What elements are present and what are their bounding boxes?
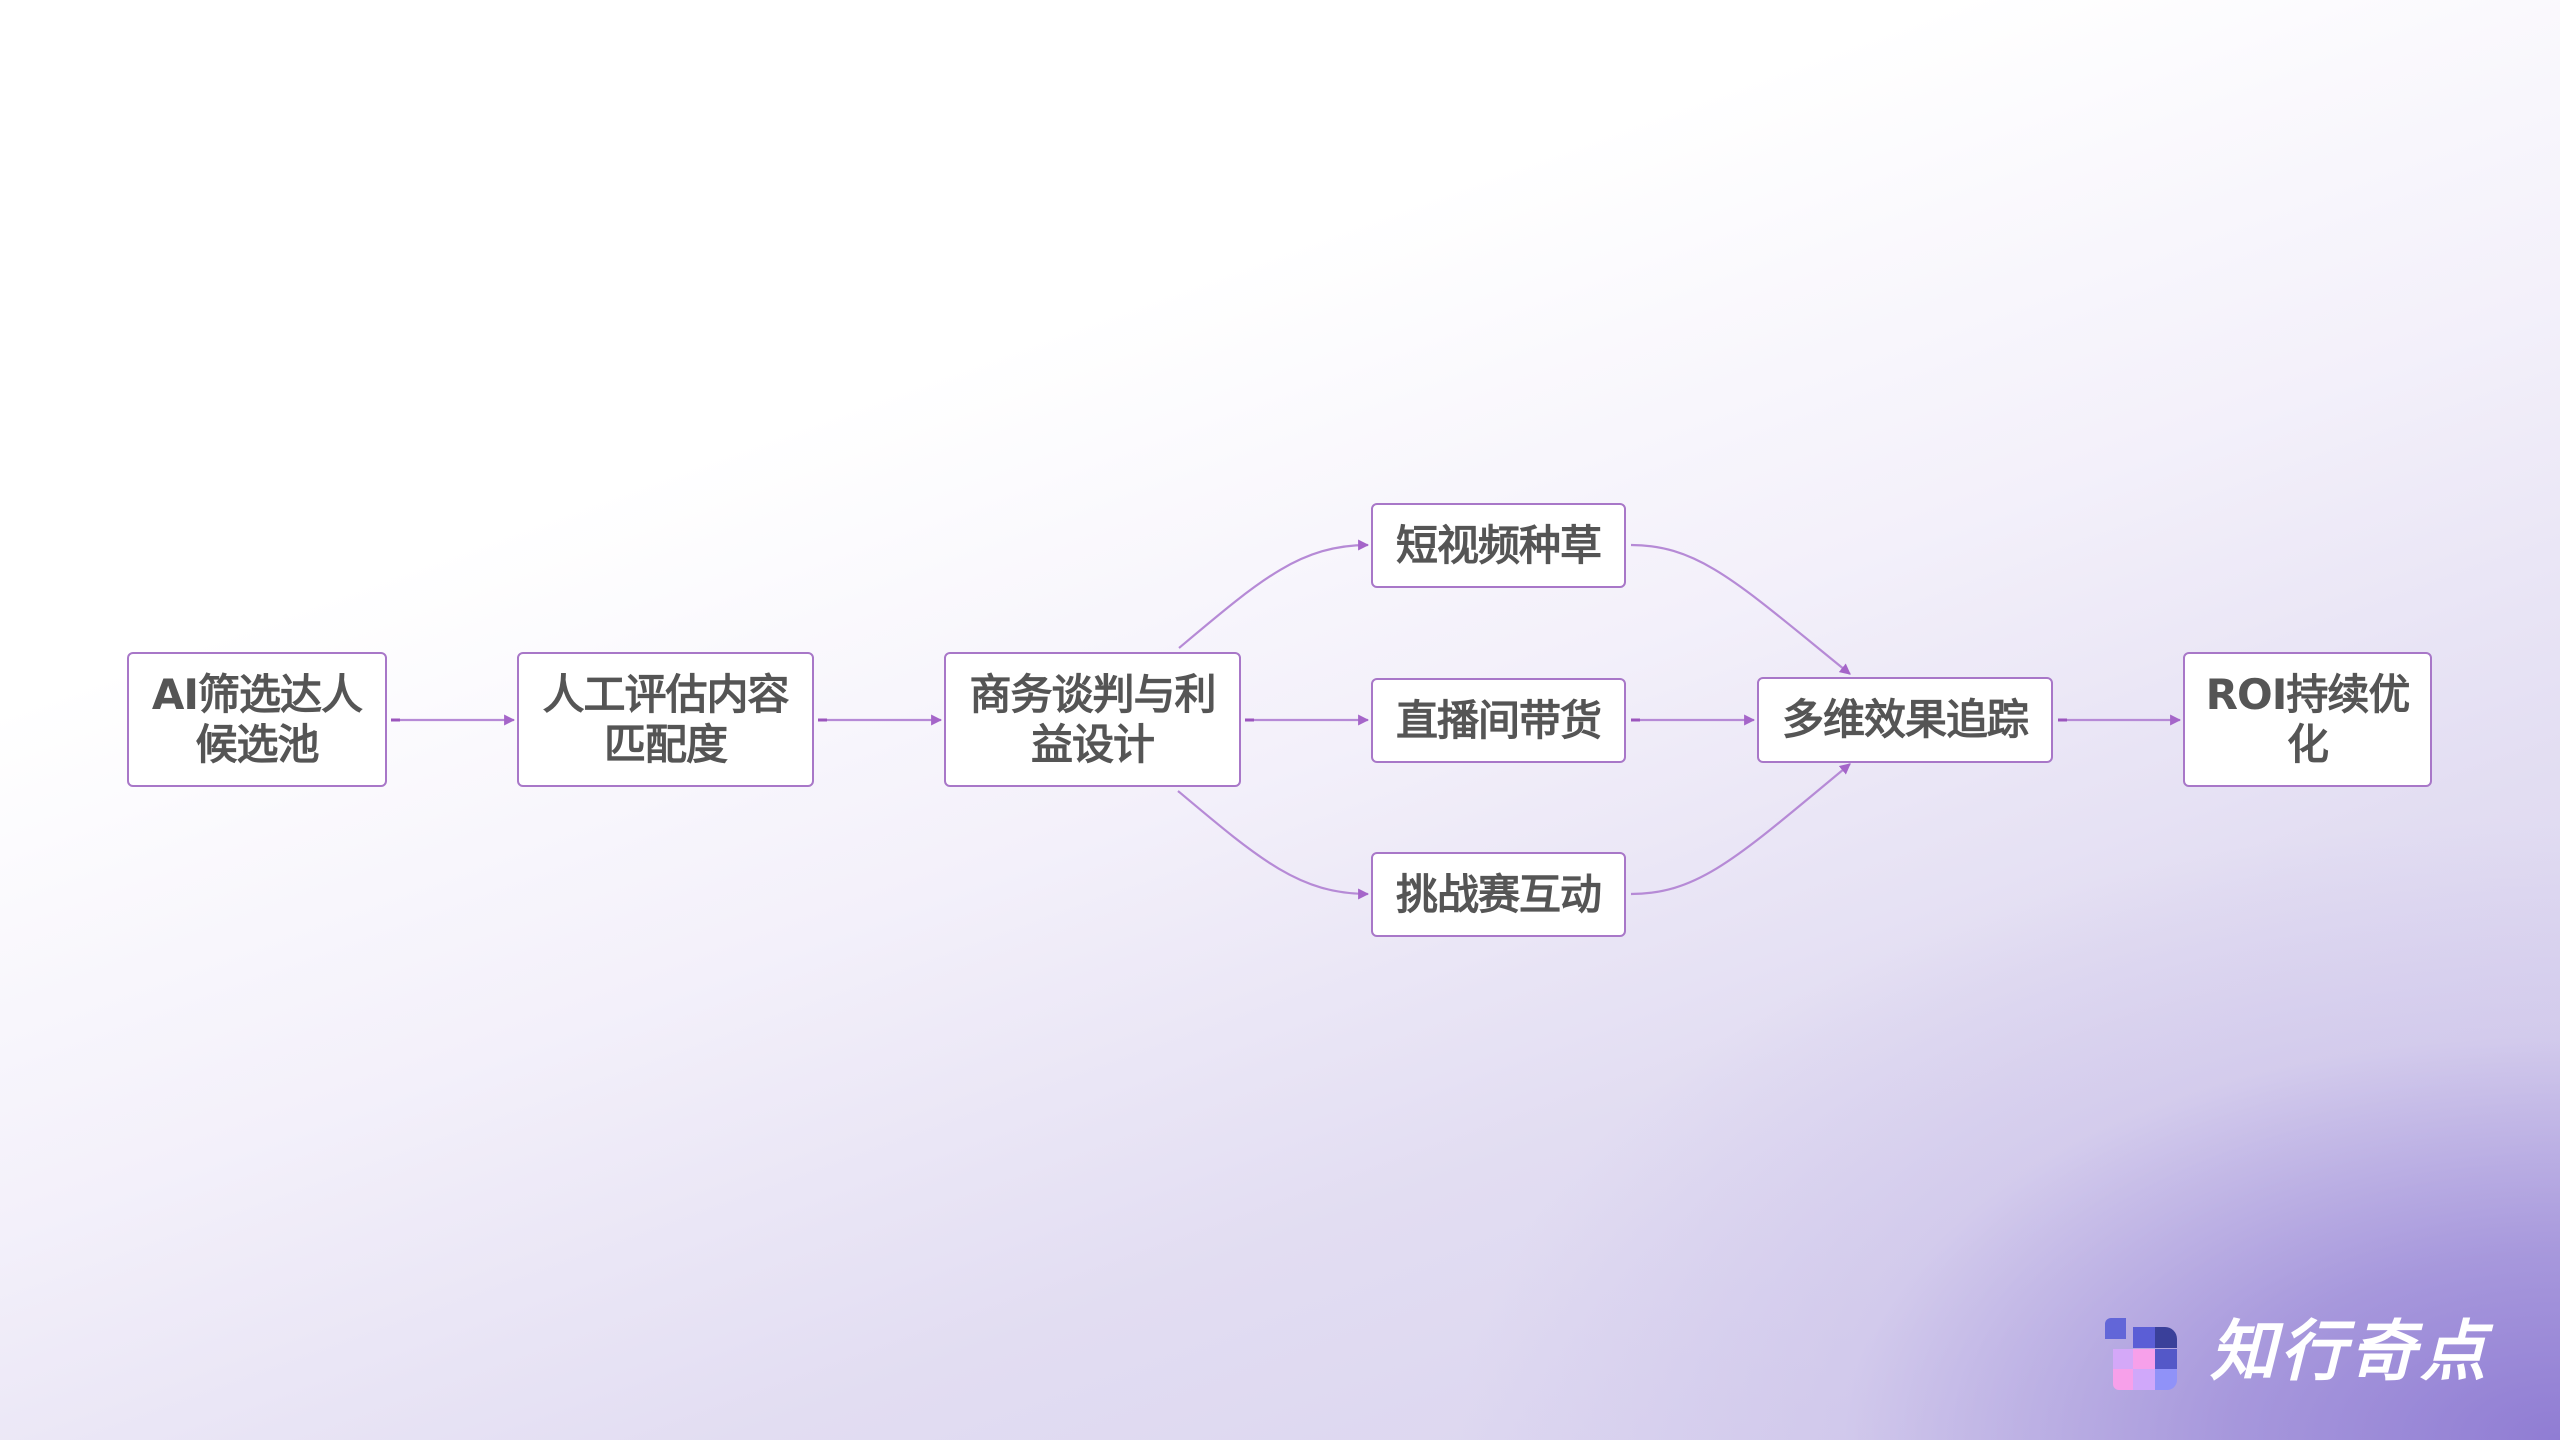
node-label: 短视频种草 xyxy=(1395,520,1602,570)
brand-logo: 知行奇点 xyxy=(2105,1313,2505,1390)
node-label: 挑战赛互动 xyxy=(1395,869,1602,919)
brand-name: 知行奇点 xyxy=(2210,1313,2490,1390)
node-roi-optimization[interactable]: ROI持续优 化 xyxy=(2183,652,2432,787)
edge-n4-n7 xyxy=(1630,543,1851,675)
node-label: ROI持续优 化 xyxy=(2205,669,2411,769)
node-manual-evaluation[interactable]: 人工评估内容 匹配度 xyxy=(517,652,814,787)
node-label: 多维效果追踪 xyxy=(1781,695,2029,744)
node-business-negotiation[interactable]: 商务谈判与利 益设计 xyxy=(944,652,1241,787)
node-label: 商务谈判与利 益设计 xyxy=(969,669,1216,769)
node-ai-screening[interactable]: AI筛选达人 候选池 xyxy=(127,652,387,787)
edge-n3-n4 xyxy=(1178,539,1370,649)
edge-n6-n7 xyxy=(1630,763,1851,896)
node-label: 直播间带货 xyxy=(1395,695,1602,745)
pixel-grid-logo-icon xyxy=(2105,1318,2177,1390)
node-short-video[interactable]: 短视频种草 xyxy=(1371,503,1626,588)
edge-n3-n6 xyxy=(1177,790,1370,900)
node-live-stream[interactable]: 直播间带货 xyxy=(1371,678,1626,763)
node-label: 人工评估内容 匹配度 xyxy=(542,669,789,769)
node-effect-tracking[interactable]: 多维效果追踪 xyxy=(1757,677,2053,763)
node-challenge[interactable]: 挑战赛互动 xyxy=(1371,852,1626,937)
node-label: AI筛选达人 候选池 xyxy=(151,669,363,769)
